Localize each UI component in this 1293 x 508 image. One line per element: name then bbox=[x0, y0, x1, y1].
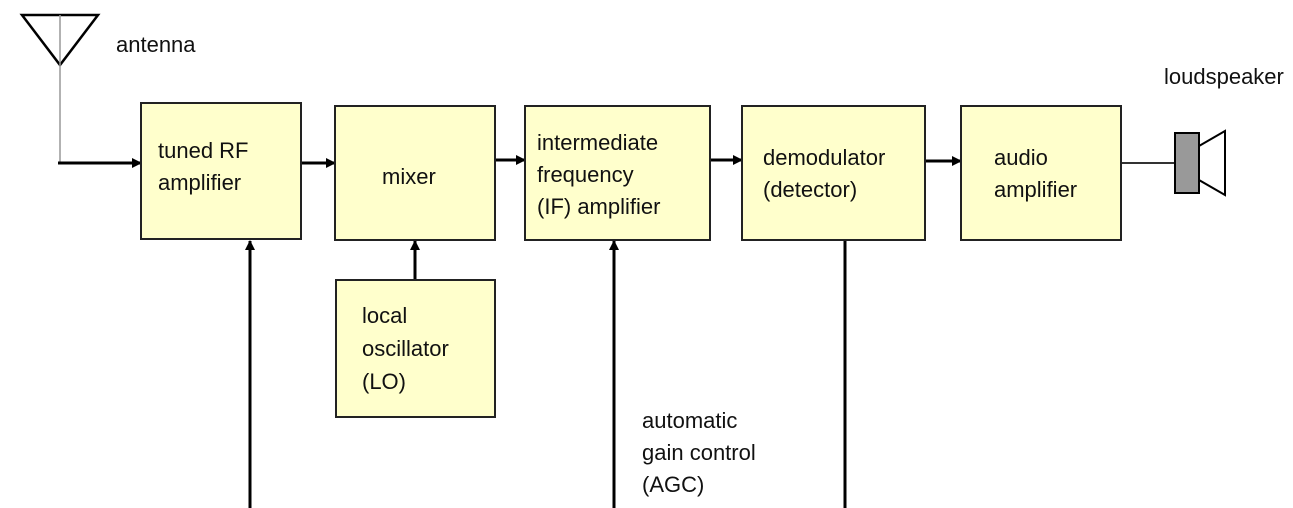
rf-amplifier-label-line2: amplifier bbox=[158, 170, 241, 195]
if-amplifier-label-line2: frequency bbox=[537, 162, 634, 187]
if-amplifier-label-line1: intermediate bbox=[537, 130, 658, 155]
demodulator-label-line1: demodulator bbox=[763, 145, 885, 170]
antenna-label: antenna bbox=[116, 32, 196, 57]
audio-amplifier-block: audio amplifier bbox=[960, 105, 1122, 241]
local-oscillator-block: local oscillator (LO) bbox=[335, 279, 496, 418]
local-oscillator-label-line1: local bbox=[362, 303, 407, 328]
demodulator-label-line2: (detector) bbox=[763, 177, 857, 202]
local-oscillator-label-line3: (LO) bbox=[362, 369, 406, 394]
audio-amplifier-label-line2: amplifier bbox=[994, 177, 1077, 202]
antenna-icon bbox=[19, 13, 101, 163]
mixer-block: mixer bbox=[334, 105, 496, 241]
mixer-label: mixer bbox=[382, 164, 436, 189]
audio-amplifier-label-line1: audio bbox=[994, 145, 1048, 170]
loudspeaker-icon bbox=[1174, 129, 1226, 197]
if-amplifier-label-line3: (IF) amplifier bbox=[537, 194, 660, 219]
demodulator-block: demodulator (detector) bbox=[741, 105, 926, 241]
if-amplifier-block: intermediate frequency (IF) amplifier bbox=[524, 105, 711, 241]
agc-label-line3: (AGC) bbox=[642, 472, 704, 497]
agc-label-line2: gain control bbox=[642, 440, 756, 465]
agc-label-line1: automatic bbox=[642, 408, 737, 433]
local-oscillator-label-line2: oscillator bbox=[362, 336, 449, 361]
rf-amplifier-block: tuned RF amplifier bbox=[140, 102, 302, 240]
loudspeaker-label: loudspeaker bbox=[1164, 64, 1284, 89]
rf-amplifier-label-line1: tuned RF bbox=[158, 138, 249, 163]
